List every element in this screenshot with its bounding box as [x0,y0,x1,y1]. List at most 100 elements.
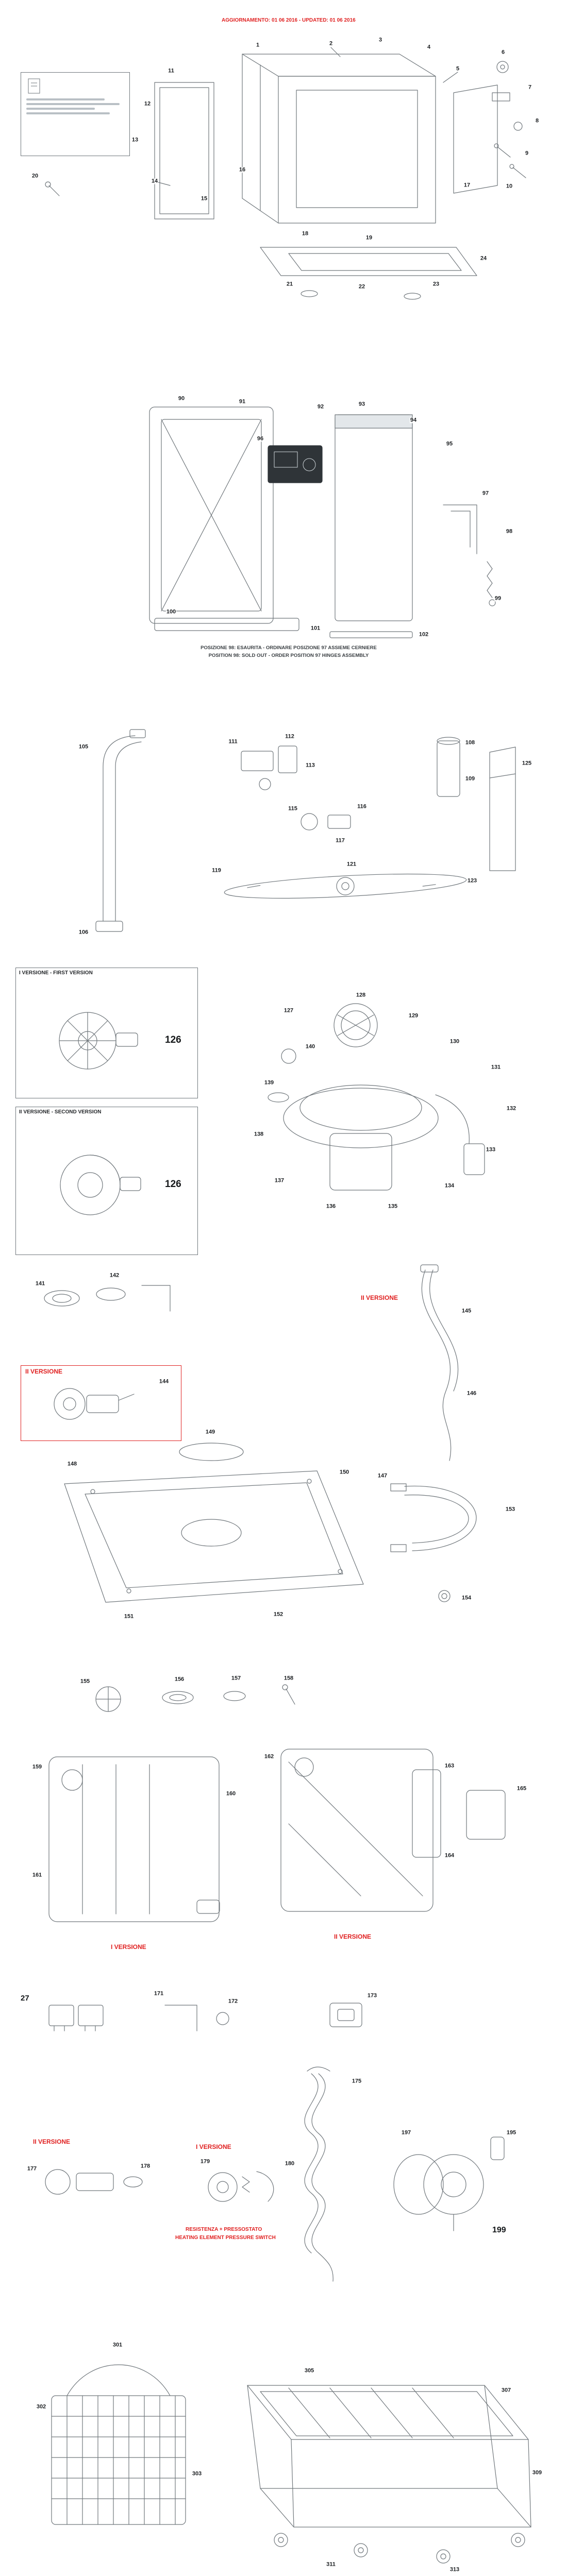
heating-element [390,1483,477,1602]
baskets-drawing [51,2364,531,2564]
part-callout-172: 172 [227,1998,239,2005]
feed-duct [489,747,516,871]
part-callout-140: 140 [305,1043,316,1050]
part-callout-146: 146 [466,1390,477,1397]
part-callout-2: 2 [328,40,333,47]
second-version-pump-box: II VERSIONE [21,1365,181,1441]
part-callout-3: 3 [378,37,383,43]
part-callout-158: 158 [283,1675,294,1682]
part-callout-155: 155 [79,1678,91,1685]
part-callout-197: 197 [401,2129,412,2136]
part-callout-115: 115 [288,805,298,812]
part-number-126-first: 126 [165,1035,181,1045]
part-callout-132: 132 [506,1105,517,1112]
section-cabinet: AGGIORNAMENTO: 01 06 2016 - UPDATED: 01 … [0,15,567,319]
pressure-switch-first-version [208,2171,274,2202]
latch-part [329,2003,362,2027]
inlet-drawing [95,729,516,932]
part-callout-136: 136 [325,1203,337,1210]
part-callout-10: 10 [505,183,513,190]
part-callout-99: 99 [494,595,502,602]
part-callout-313: 313 [449,2566,460,2573]
part-callout-195: 195 [506,2129,517,2136]
part-callout-1: 1 [255,42,260,48]
screw-part [45,181,60,196]
part-callout-123: 123 [466,877,478,884]
part-callout-19: 19 [365,234,373,241]
section-versions-sump: I VERSIONE - FIRST VERSION 126 II VERSIO… [0,963,567,1262]
part-callout-21: 21 [286,281,294,287]
part-callout-130: 130 [449,1038,460,1045]
part-callout-164: 164 [444,1852,455,1859]
first-version-title: I VERSIONE - FIRST VERSION [19,970,93,976]
part-callout-141: 141 [35,1280,46,1287]
part-callout-125: 125 [521,760,532,767]
containers-drawing [48,1684,506,1922]
note-text-line [26,108,95,110]
part-callout-20: 20 [31,173,39,179]
part-callout-307: 307 [501,2387,512,2394]
part-callout-301: 301 [112,2342,123,2348]
part-callout-105: 105 [78,743,89,750]
heater-center-version-label: I VERSIONE [196,2143,231,2150]
cabinet-body [242,54,436,224]
small-gaskets [95,1684,295,1712]
part-callout-93: 93 [358,401,366,408]
clip-icon [28,78,40,94]
outer-door-panel [335,414,413,621]
part-number-199: 199 [492,2226,506,2234]
part-callout-23: 23 [432,281,440,287]
part-callout-90: 90 [177,395,186,402]
part-callout-134: 134 [444,1182,455,1189]
small-parts-drawing [48,2003,362,2031]
part-callout-138: 138 [253,1131,264,1138]
pump-box-version-label: II VERSIONE [25,1368,63,1375]
airbreak-second-version [280,1749,441,1912]
air-gap-part [437,737,460,797]
part-callout-178: 178 [140,2163,151,2170]
part-callout-98: 98 [505,528,513,535]
part-callout-147: 147 [377,1472,388,1479]
lower-rack [247,2385,531,2564]
part-callout-101: 101 [310,625,321,632]
part-callout-302: 302 [36,2403,47,2410]
hinge-parts [443,504,496,606]
part-callout-7: 7 [527,84,532,91]
part-callout-148: 148 [66,1461,78,1467]
part-callout-144: 144 [158,1378,170,1385]
part-callout-157: 157 [230,1675,242,1682]
part-callout-8: 8 [535,117,540,124]
part-callout-151: 151 [123,1613,135,1620]
part-callout-154: 154 [461,1595,472,1601]
part-callout-95: 95 [445,440,454,447]
part-callout-113: 113 [305,762,315,769]
part-callout-18: 18 [301,230,309,237]
part-callout-156: 156 [174,1676,185,1683]
container-right-version-label: II VERSIONE [334,1933,372,1940]
container-left-version-label: I VERSIONE [111,1943,146,1951]
part-callout-92: 92 [316,403,325,410]
part-callout-127: 127 [283,1007,294,1014]
part-callout-121: 121 [346,861,357,868]
second-version-title: II VERSIONE - SECOND VERSION [19,1109,102,1115]
part-callout-180: 180 [284,2160,295,2167]
tub-bottom [64,1443,364,1603]
part-callout-128: 128 [355,992,366,998]
drain-hose-upper [420,1264,459,1461]
inner-door-panel [149,406,274,624]
part-callout-171: 171 [153,1990,164,1997]
detergent-dispenser [268,445,323,483]
part-callout-91: 91 [238,398,246,405]
part-callout-162: 162 [263,1753,275,1760]
part-callout-9: 9 [524,150,529,157]
impeller-second-version [60,1155,141,1215]
part-callout-305: 305 [304,2367,315,2374]
part-callout-11: 11 [168,67,175,74]
part-callout-111: 111 [228,738,238,745]
part-callout-129: 129 [408,1012,419,1019]
note-text-line [26,103,120,105]
inlet-hose [95,729,146,932]
part-callout-94: 94 [409,417,418,423]
drain-hose [304,2066,333,2282]
